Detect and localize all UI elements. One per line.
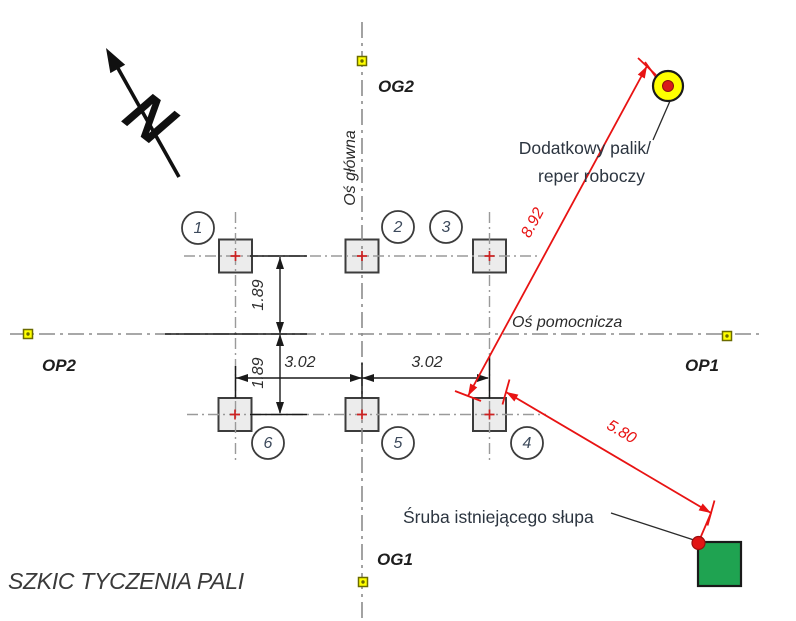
bubble-3 bbox=[429, 210, 463, 244]
existing-pole bbox=[691, 535, 743, 588]
label-og1: OG1 bbox=[377, 550, 413, 569]
sketch-title: SZKIC TYCZENIA PALI bbox=[8, 568, 245, 594]
tie-stub-bolt bbox=[698, 512, 712, 542]
north-arrow-line bbox=[113, 62, 181, 178]
axis-markers bbox=[22, 55, 733, 588]
arrow-icon bbox=[477, 374, 489, 382]
bolt-dot bbox=[691, 535, 706, 551]
pile-number-3: 3 bbox=[442, 219, 451, 236]
benchmark-stake bbox=[651, 69, 685, 103]
marker-dot bbox=[361, 580, 365, 584]
dim-col-right: 3.02 bbox=[411, 354, 442, 371]
bubble-4 bbox=[510, 426, 544, 460]
red-tie-dimensions bbox=[454, 57, 716, 542]
bubble-5 bbox=[381, 426, 415, 460]
marker-dot bbox=[360, 59, 364, 63]
pile-number-2: 2 bbox=[393, 219, 403, 236]
label-aux-axis: Oś pomocnicza bbox=[512, 314, 622, 331]
pile-cross-4 bbox=[484, 409, 495, 420]
pile-cross-6 bbox=[230, 409, 240, 420]
leader-benchmark bbox=[652, 100, 671, 141]
north-arrowhead-icon bbox=[106, 48, 126, 74]
label-og2: OG2 bbox=[378, 77, 414, 96]
pile-number-bubbles: 1 2 3 4 5 6 bbox=[181, 210, 544, 460]
red-arrow-icon bbox=[637, 66, 647, 79]
dim-tie-benchmark: 8.92 bbox=[518, 205, 548, 241]
survey-axes bbox=[10, 22, 762, 621]
leader-lines bbox=[610, 100, 698, 542]
north-letter: N bbox=[112, 78, 189, 159]
pile-cross-2 bbox=[357, 251, 367, 261]
bubble-2 bbox=[381, 210, 415, 244]
pile-number-1: 1 bbox=[194, 220, 203, 237]
dim-row-lower: 1.89 bbox=[250, 357, 267, 388]
pile-square-1 bbox=[218, 238, 253, 274]
arrow-icon bbox=[276, 322, 284, 334]
dimension-arrowheads bbox=[236, 257, 489, 414]
arrow-icon bbox=[276, 257, 284, 269]
pile-cross-1 bbox=[230, 251, 241, 261]
extension-lines bbox=[165, 255, 491, 416]
pole-square-icon bbox=[696, 540, 743, 588]
arrow-icon bbox=[236, 374, 248, 382]
pile-cross-5 bbox=[357, 409, 367, 420]
pile-cross-3 bbox=[484, 251, 495, 261]
pile-number-5: 5 bbox=[394, 435, 403, 452]
dim-row-upper: 1.89 bbox=[250, 279, 267, 310]
pile-number-6: 6 bbox=[264, 435, 273, 452]
arrow-icon bbox=[350, 374, 362, 382]
label-bolt: Śruba istniejącego słupa bbox=[403, 506, 594, 527]
red-arrow-icon bbox=[468, 383, 478, 396]
leader-bolt bbox=[610, 512, 698, 542]
tie-line-bolt bbox=[505, 391, 712, 514]
red-arrow-icon bbox=[698, 503, 711, 513]
bubble-6 bbox=[251, 426, 285, 460]
arrow-icon bbox=[276, 334, 284, 346]
tie-line-benchmark bbox=[467, 65, 648, 397]
pile-center-marks bbox=[230, 251, 495, 420]
label-op2: OP2 bbox=[42, 356, 77, 375]
dim-col-left: 3.02 bbox=[284, 354, 315, 371]
arrow-icon bbox=[276, 402, 284, 414]
arrow-icon bbox=[362, 374, 374, 382]
dim-tie-bolt: 5.80 bbox=[604, 417, 640, 448]
red-arrow-icon bbox=[506, 392, 519, 402]
pile-number-4: 4 bbox=[523, 435, 532, 452]
benchmark-center-dot bbox=[662, 80, 674, 92]
north-arrow: N bbox=[106, 48, 189, 178]
label-benchmark-line1: Dodatkowy palik/ bbox=[519, 138, 651, 158]
label-benchmark-line2: reper roboczy bbox=[538, 166, 645, 186]
marker-dot bbox=[725, 334, 729, 338]
bubble-1 bbox=[181, 211, 215, 245]
label-main-axis: Oś główna bbox=[342, 130, 359, 206]
labels: OG2 OG1 OP2 OP1 Oś główna Oś pomocnicza … bbox=[8, 77, 719, 594]
marker-dot bbox=[26, 332, 30, 336]
label-op1: OP1 bbox=[685, 356, 719, 375]
